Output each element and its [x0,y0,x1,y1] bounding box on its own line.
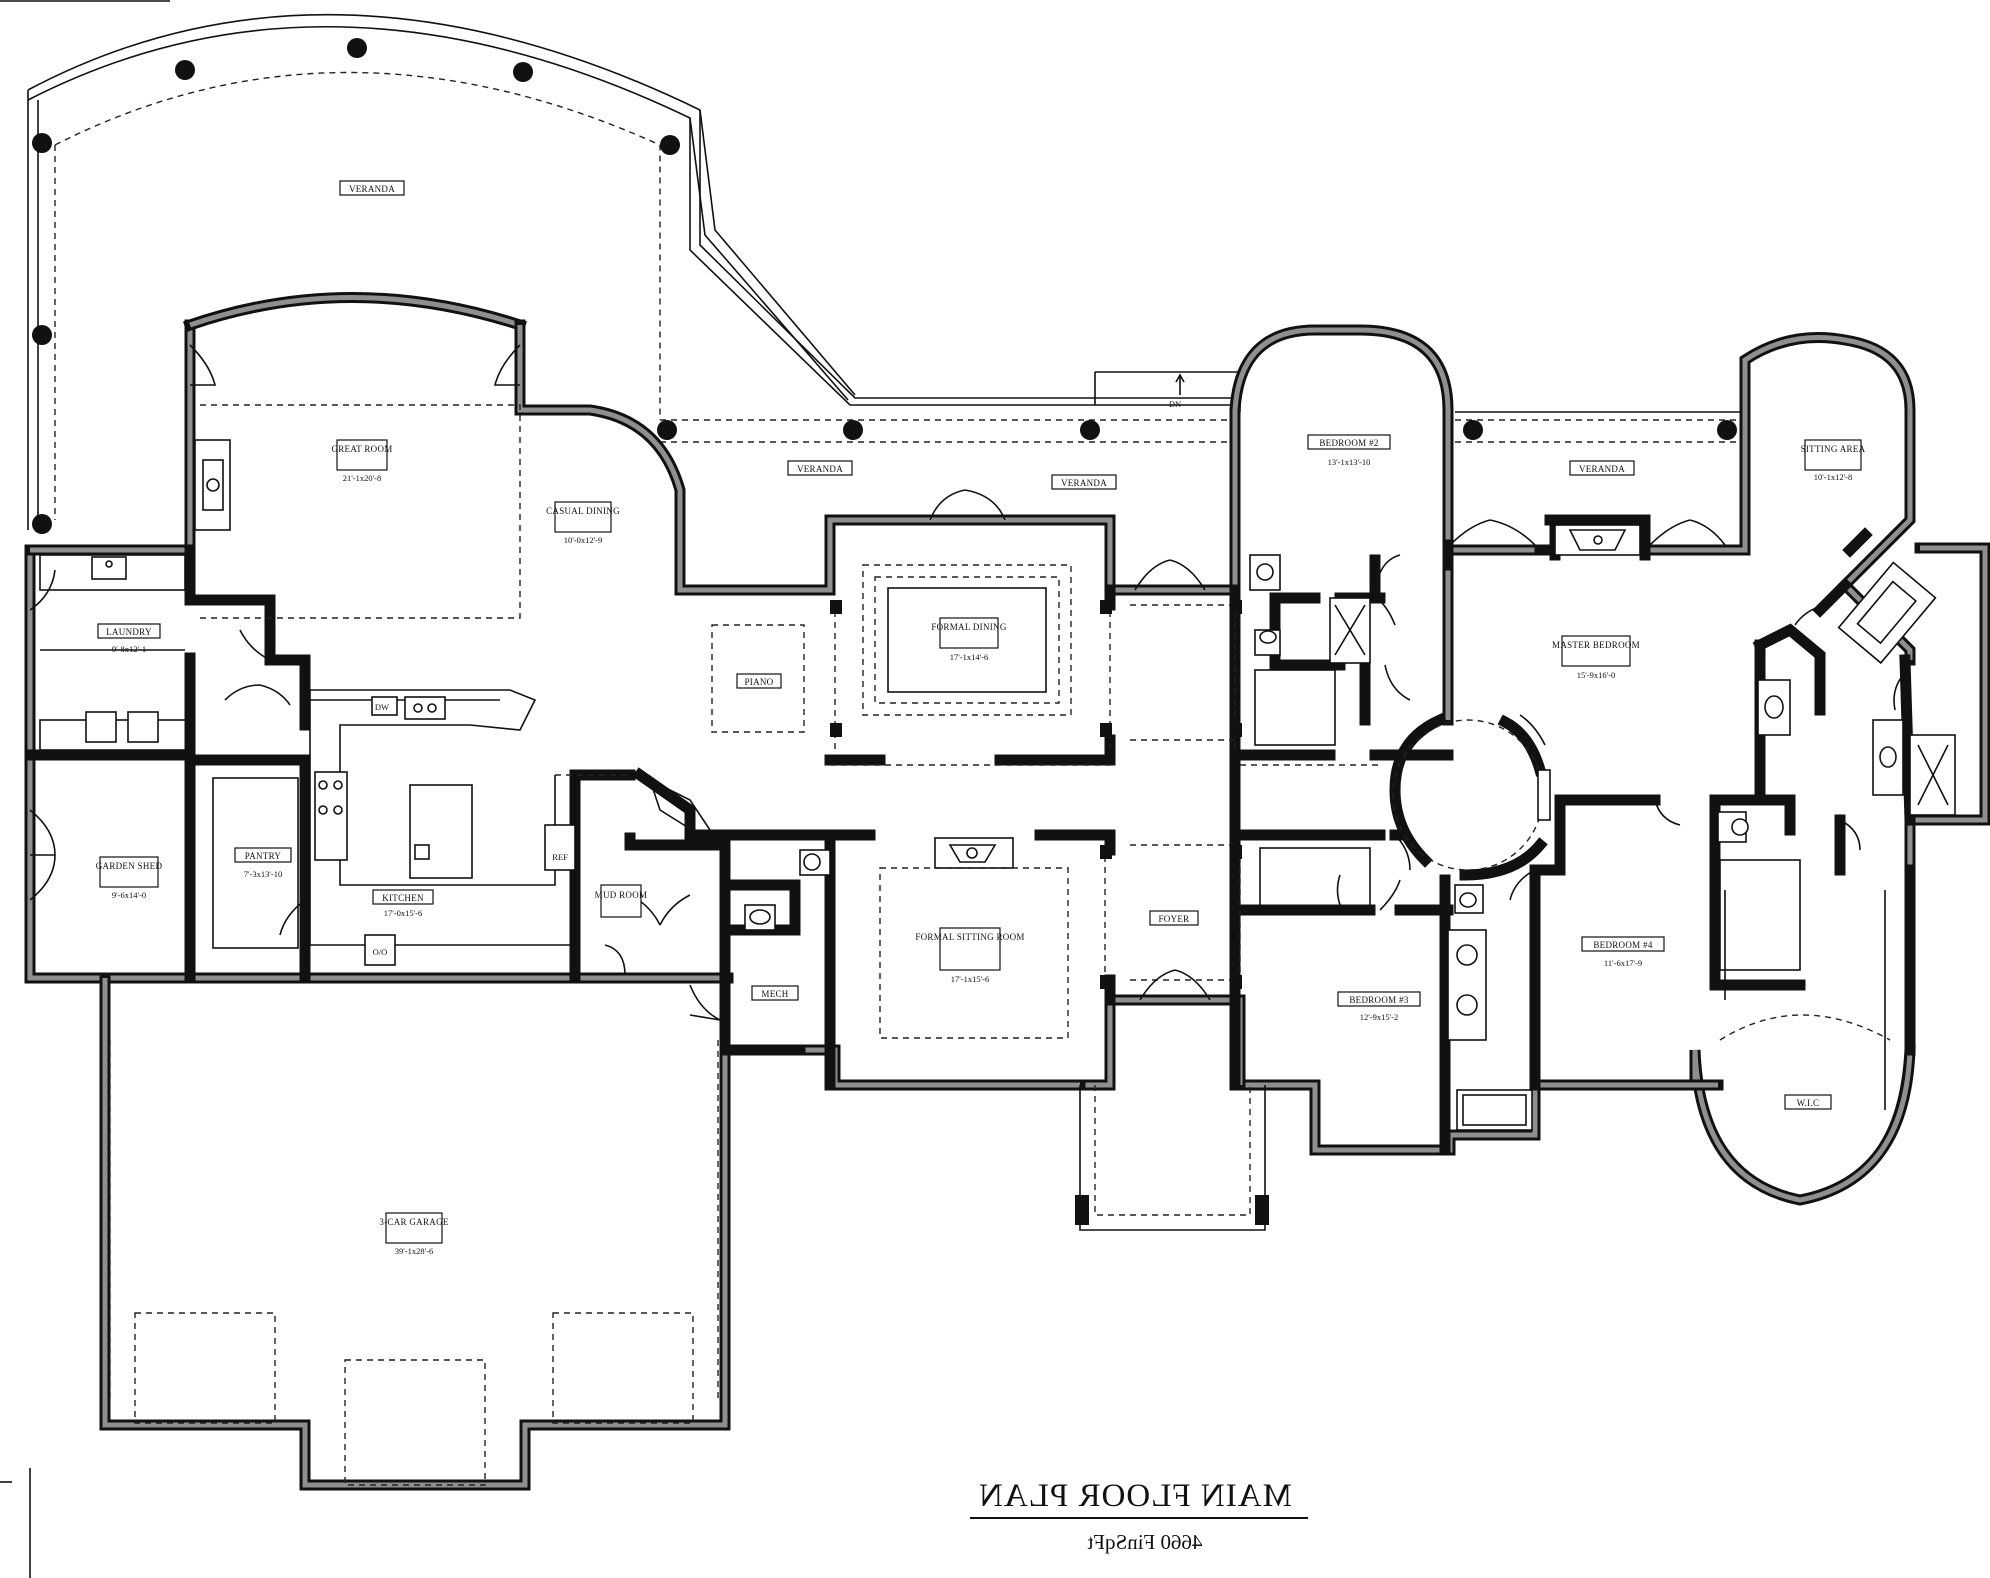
room-label-text: 3-CAR GARAGE [379,1217,449,1227]
room-label-text: GARDEN SHED [96,861,163,871]
room-label-text: BEDROOM #3 [1349,995,1408,1005]
room-label-text: VERANDA [1061,478,1107,488]
room-label-text: 12'-9x15'-2 [1360,1012,1398,1022]
label-garage: 3-CAR GARAGE 39'-1x28'-6 [379,1212,449,1256]
front-porch [1075,1085,1269,1231]
room-label-text: 9'-8x12'-1 [112,644,146,654]
room-label-text: 17'-1x15'-6 [951,974,989,984]
rotunda [1389,712,1551,881]
room-label-text: BEDROOM #4 [1593,940,1652,950]
dishwasher-label: DW [375,702,389,712]
label-casual-dining: CASUAL DINING 10'-0x12'-9 [546,501,620,545]
room-label-text: PANTRY [245,851,282,861]
room-label-text: 17'-0x15'-6 [384,908,422,918]
room-label-text: MASTER BEDROOM [1552,640,1640,650]
label-wic: W.I.C [1784,1094,1832,1110]
label-veranda-nw: VERANDA [339,180,405,196]
oven-label: O/O [373,947,388,957]
exterior-walls [24,292,1990,1491]
label-veranda-mid: VERANDA [787,460,853,476]
room-label-text: PIANO [744,677,773,687]
label-veranda-center: VERANDA [1051,474,1117,490]
label-laundry: LAUNDRY 9'-8x12'-1 [97,623,161,654]
title-underline [970,1517,1308,1519]
stair-label: DN [1169,399,1181,409]
room-label-text: 11'-6x17'-9 [1604,958,1642,968]
label-formal-dining: FORMAL DINING 17'-1x14'-6 [931,617,1007,662]
label-great-room: GREAT ROOM 21'-1x20'-8 [331,439,392,483]
veranda-columns [32,38,1737,534]
room-label-text: 39'-1x28'-6 [395,1246,433,1256]
plan-area: 4660 FinSqFt [1087,1530,1203,1554]
label-bedroom-4: BEDROOM #4 11'-6x17'-9 [1581,936,1665,968]
door-swings [29,344,1911,1021]
room-label-text: VERANDA [1579,464,1625,474]
room-label-text: 10'-1x12'-8 [1814,472,1852,482]
label-veranda-east: VERANDA [1569,460,1635,476]
label-bedroom-2: BEDROOM #2 13'-1x13'-10 [1307,434,1391,467]
label-garden-shed: GARDEN SHED 9'-6x14'-0 [96,856,163,900]
room-label-text: 7'-3x13'-10 [244,869,282,879]
label-mud-room: MUD ROOM [595,884,648,918]
room-label-text: FORMAL SITTING ROOM [915,932,1024,942]
room-label-text: VERANDA [797,464,843,474]
margin-marks [0,0,170,1578]
plan-title: MAIN FLOOR PLAN [978,1478,1292,1514]
room-label-text: MECH [761,989,788,999]
room-label-text: 17'-1x14'-6 [950,652,988,662]
label-piano: PIANO [736,673,782,689]
room-label-text: SITTING AREA [1801,444,1866,454]
label-master-bedroom: MASTER BEDROOM 15'-9x16'-0 [1552,635,1640,680]
refrigerator-label: REF [552,852,568,862]
room-label-text: 21'-1x20'-8 [343,473,381,483]
room-label-text: FOYER [1158,914,1189,924]
room-label-text: W.I.C [1797,1098,1820,1108]
room-label-text: GREAT ROOM [331,444,392,454]
room-label-text: 10'-0x12'-9 [564,535,602,545]
north-veranda-outline [27,13,1740,530]
label-mech: MECH [751,985,799,1001]
room-label-text: 13'-1x13'-10 [1328,457,1371,467]
room-label-text: LAUNDRY [106,627,152,637]
room-label-text: 15'-9x16'-0 [1577,670,1615,680]
label-kitchen: KITCHEN 17'-0x15'-6 [372,889,434,918]
room-label-text: BEDROOM #2 [1319,438,1378,448]
room-label-text: CASUAL DINING [546,506,620,516]
label-foyer: FOYER [1149,910,1199,926]
room-label-text: FORMAL DINING [931,622,1007,632]
label-bedroom-3: BEDROOM #3 12'-9x15'-2 [1337,991,1421,1022]
label-sitting-area: SITTING AREA 10'-1x12'-8 [1801,439,1866,482]
label-formal-sitting: FORMAL SITTING ROOM 17'-1x15'-6 [915,927,1024,984]
room-label-text: VERANDA [349,184,395,194]
fixtures [39,404,1956,1486]
label-pantry: PANTRY 7'-3x13'-10 [234,847,292,879]
room-label-text: KITCHEN [382,893,424,903]
room-labels: VERANDA VERANDA VERANDA VERANDA GREAT RO… [96,180,1866,1256]
room-label-text: 9'-6x14'-0 [112,890,146,900]
room-label-text: MUD ROOM [595,890,648,900]
interior-walls [24,514,1916,1156]
